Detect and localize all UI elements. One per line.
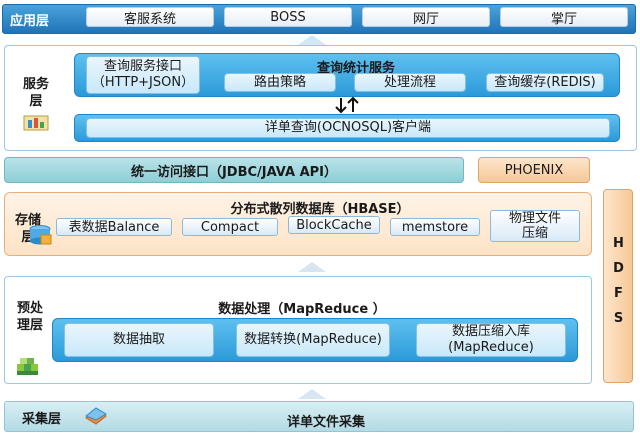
preprocess-layer-title: 预处理层 [16,301,43,333]
arrow-up-icon [298,389,326,399]
collection-layer-title: 采集层 [22,412,62,427]
bidirectional-arrow-icon [335,96,359,114]
physical-file-compression[interactable]: 物理文件 压缩 [490,210,580,242]
data-transformation[interactable]: 数据转换(MapReduce) [236,323,390,357]
data-compression-load[interactable]: 数据压缩入库 (MapReduce) [416,323,566,357]
app-item-web-hall[interactable]: 网厅 [362,7,490,27]
query-cache-redis[interactable]: 查询缓存(REDIS) [486,73,604,92]
hdfs-box[interactable]: HDFS [603,189,633,383]
database-icon [29,225,52,245]
memstore[interactable]: memstore [390,218,480,236]
data-processing-title: 数据处理（MapReduce ） [218,302,386,317]
ocnosql-client[interactable]: 详单查询(OCNOSQL)客户端 [86,118,610,138]
arrow-up-icon [298,35,326,45]
app-item-mobile-hall[interactable]: 掌厅 [500,7,628,27]
collection-layer-bar [4,401,634,432]
process-flow[interactable]: 处理流程 [354,73,466,92]
block-cache[interactable]: BlockCache [288,216,380,234]
data-extraction[interactable]: 数据抽取 [64,323,214,357]
application-layer-title: 应用层 [10,14,50,29]
query-service-interface[interactable]: 查询服务接口 （HTTP+JSON） [86,56,200,94]
stats-service-title: 查询统计服务 [316,61,395,76]
data-cubes-icon [17,358,38,375]
service-layer-title: 服务层 [22,77,49,109]
compact[interactable]: Compact [182,218,278,236]
collection-icon [85,407,107,425]
app-item-customer-service[interactable]: 客服系统 [86,7,214,27]
unified-access-interface[interactable]: 统一访问接口（JDBC/JAVA API） [4,157,464,183]
phoenix-box[interactable]: PHOENIX [478,157,590,183]
app-item-boss[interactable]: BOSS [224,7,352,27]
service-icon [23,115,49,131]
table-data-balance[interactable]: 表数据Balance [56,218,172,236]
detail-file-collection: 详单文件采集 [286,415,365,430]
hdfs-label: HDFS [611,236,626,336]
arrow-up-icon [298,262,326,272]
routing-strategy[interactable]: 路由策略 [224,73,336,92]
hbase-title: 分布式散列数据库（HBASE） [230,202,410,217]
